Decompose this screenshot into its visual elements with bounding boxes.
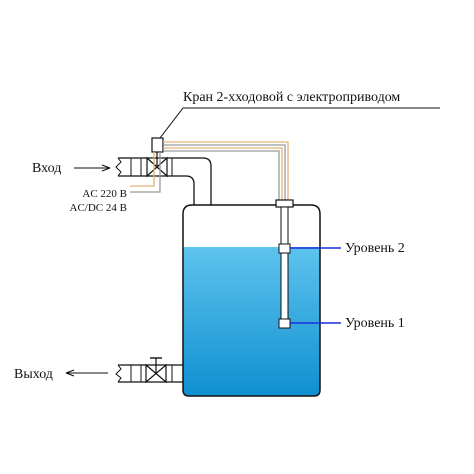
tank-outline bbox=[182, 204, 321, 397]
sensor-wires bbox=[163, 141, 289, 200]
inlet-arrow-icon bbox=[74, 164, 111, 172]
level2-label: Уровень 2 bbox=[345, 241, 405, 256]
level1-label: Уровень 1 bbox=[345, 316, 405, 331]
sensor-flange bbox=[275, 199, 294, 208]
level1-float bbox=[278, 318, 291, 329]
power-ac-label: AC 220 B bbox=[82, 188, 127, 200]
manual-valve-icon bbox=[145, 357, 167, 384]
power-acdc-label: AC/DC 24 B bbox=[70, 202, 127, 214]
water-fill bbox=[183, 247, 320, 396]
valve-title: Кран 2-хходовой с электроприводом bbox=[183, 90, 400, 105]
bowtie-valve-icon bbox=[146, 152, 168, 178]
level2-float bbox=[278, 243, 291, 254]
level-sensor bbox=[275, 199, 294, 329]
outlet-label: Выход bbox=[14, 367, 53, 382]
power-wires bbox=[130, 152, 161, 193]
valve-callout-leader bbox=[159, 107, 440, 139]
outlet-pipe bbox=[115, 364, 183, 383]
tank bbox=[182, 204, 321, 397]
inlet-pipe bbox=[115, 157, 212, 205]
outlet-arrow-icon bbox=[65, 369, 108, 377]
inlet-label: Вход bbox=[32, 161, 61, 176]
sensor-rod bbox=[280, 206, 289, 324]
motor-actuator-icon bbox=[151, 137, 164, 153]
